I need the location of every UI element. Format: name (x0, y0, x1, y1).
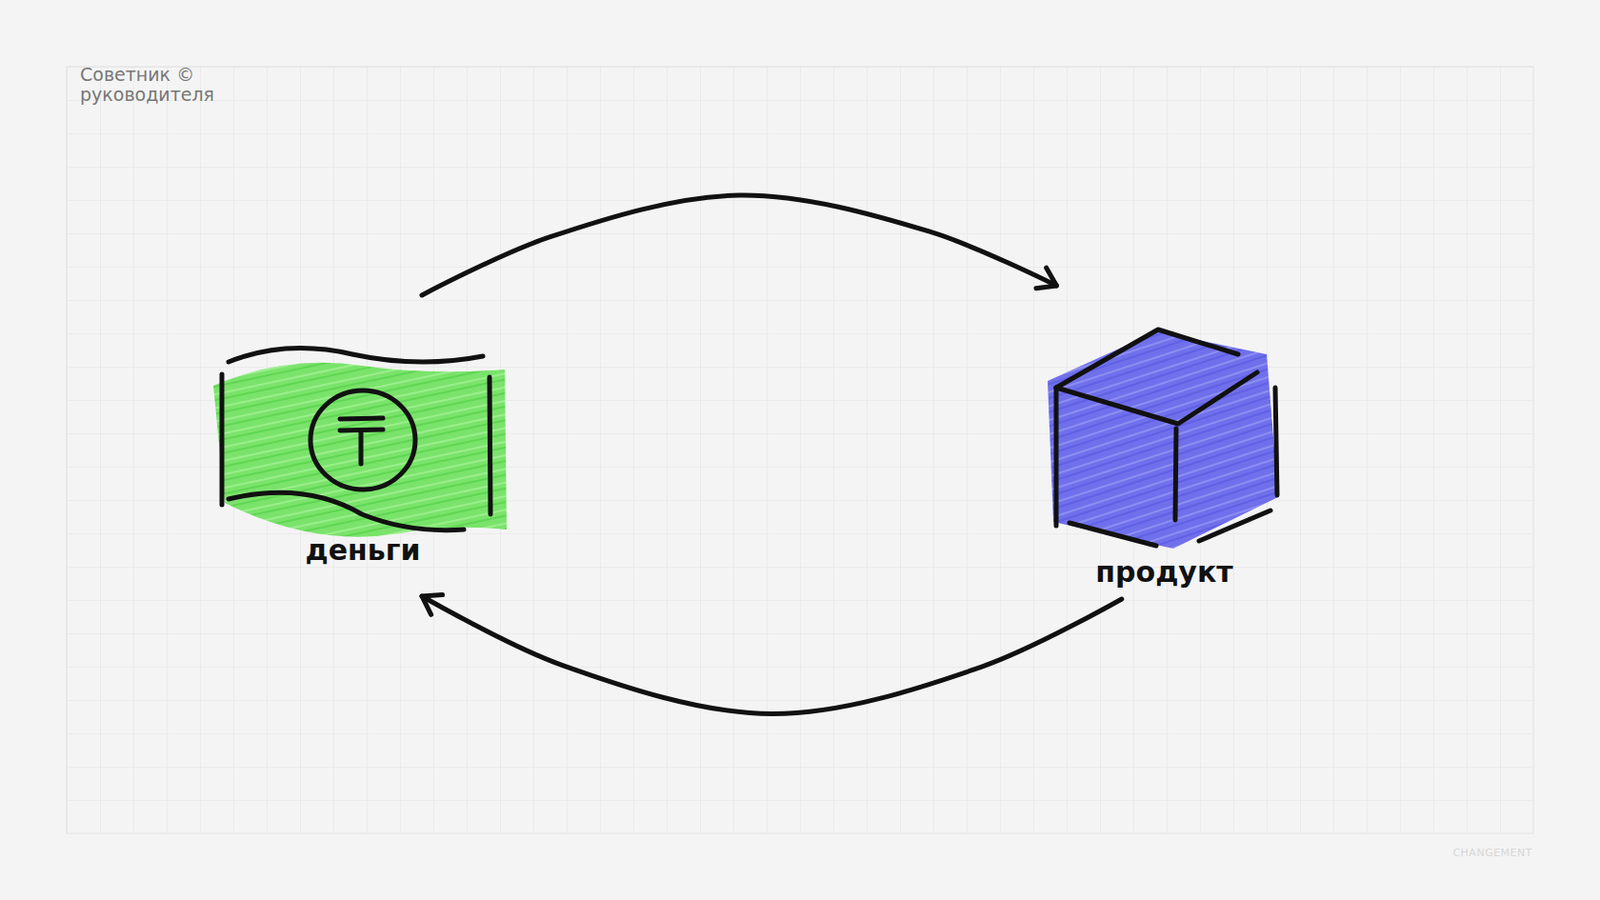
brand-watermark: CHANGEMENT (1452, 846, 1533, 860)
banknote-illustration (213, 348, 507, 538)
cube-illustration (1047, 329, 1279, 549)
illustration-space (1039, 321, 1290, 556)
watermark: Советник © руководителя (80, 64, 223, 105)
flow-arrow (421, 195, 1057, 296)
product-node: продукт (1039, 321, 1290, 590)
node-label: продукт (1039, 555, 1290, 590)
node-label: деньги (211, 533, 515, 568)
illustration-space (211, 342, 515, 534)
flow-arrow (421, 596, 1122, 715)
grid (66, 66, 1534, 834)
money-node: деньги (211, 342, 515, 568)
